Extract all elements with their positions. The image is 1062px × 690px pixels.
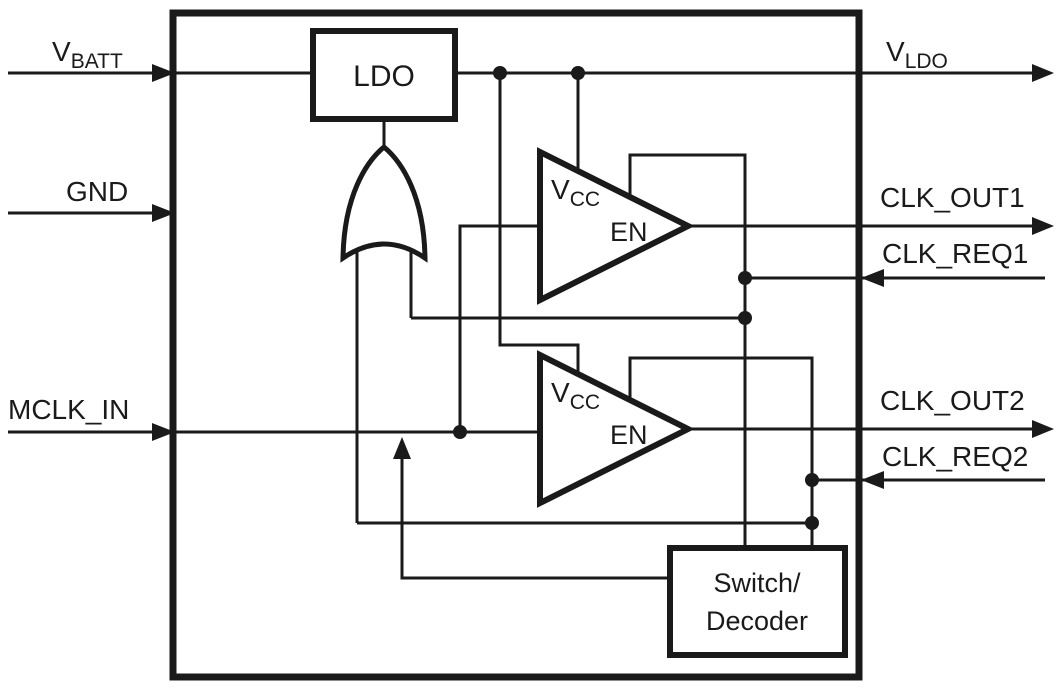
- ldo-block: [310, 28, 458, 122]
- arrow-vldo-out: [1032, 64, 1054, 82]
- wire-buffer1-input-branch: [458, 224, 540, 432]
- switch-decoder-block: [667, 545, 848, 658]
- arrow-clk-out2: [1032, 420, 1054, 438]
- switch-decoder-label-line1: Switch/: [713, 568, 801, 598]
- pin-label-clk-req1: CLK_REQ1: [882, 238, 1028, 269]
- wires: [8, 71, 1045, 580]
- chip-outline: [169, 9, 863, 681]
- pin-labels: VBATT GND MCLK_IN VLDO CLK_OUT1 CLK_REQ1…: [8, 36, 1028, 472]
- buffer2-en-label: EN: [610, 420, 648, 450]
- pin-label-vldo: VLDO: [886, 36, 948, 73]
- pin-label-clk-req2: CLK_REQ2: [882, 441, 1028, 472]
- pin-label-gnd: GND: [66, 176, 128, 207]
- or-gate: [340, 143, 428, 263]
- junction-dots: [453, 66, 819, 530]
- wire-en2-req2: [628, 356, 814, 548]
- junction-req1-b: [738, 311, 752, 325]
- arrow-gnd-in: [152, 204, 175, 222]
- wire-switch-control: [400, 448, 670, 580]
- arrow-mclk-in: [152, 423, 175, 441]
- buffer2-triangle: [537, 350, 695, 508]
- pin-label-clk-out2: CLK_OUT2: [880, 385, 1025, 416]
- pin-label-vbatt: VBATT: [52, 36, 123, 73]
- arrow-switch-control-up: [393, 437, 411, 459]
- buffer1-triangle: [537, 147, 695, 305]
- pin-label-clk-out1: CLK_OUT1: [880, 182, 1025, 213]
- buffer1-en-label: EN: [610, 217, 648, 247]
- switch-decoder-label-line2: Decoder: [706, 606, 808, 636]
- junction-mclk-branch: [453, 425, 467, 439]
- arrow-clk-req1-in: [861, 269, 884, 287]
- buffer1-vcc-label: VCC: [551, 174, 600, 211]
- junction-vcc1: [571, 66, 585, 80]
- arrow-vbatt-in: [152, 64, 175, 82]
- junction-req2-a: [805, 473, 819, 487]
- ldo-label: LDO: [353, 60, 415, 93]
- arrowheads: [152, 64, 1054, 489]
- wire-en1-req1: [628, 153, 747, 548]
- junction-req2-b: [805, 516, 819, 530]
- junction-req1-a: [738, 271, 752, 285]
- arrow-clk-req2-in: [861, 471, 884, 489]
- junction-vcc2: [493, 66, 507, 80]
- buffer2-vcc-label: VCC: [551, 377, 600, 414]
- arrow-clk-out1: [1032, 217, 1054, 235]
- pin-label-mclk-in: MCLK_IN: [8, 394, 129, 425]
